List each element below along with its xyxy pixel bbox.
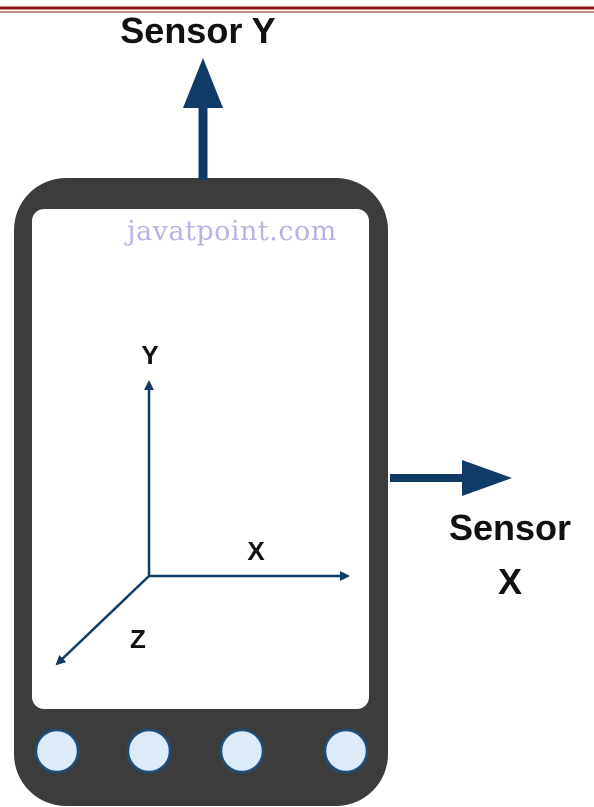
sensor-x-label-line2: X [498, 561, 522, 602]
axis-z-label: Z [130, 624, 146, 654]
phone-button-3 [221, 730, 263, 772]
sensor-x-label-line1: Sensor [449, 507, 571, 548]
sensor-x-arrowhead [462, 460, 512, 496]
phone-button-4 [325, 730, 367, 772]
sensor-y-arrowhead [183, 58, 223, 108]
watermark-text: javatpoint.com [124, 216, 337, 247]
axis-y-label: Y [141, 340, 158, 370]
phone-button-1 [36, 730, 78, 772]
sensor-y-label: Sensor Y [120, 10, 275, 51]
phone-button-2 [128, 730, 170, 772]
axis-x-label: X [247, 536, 265, 566]
phone-screen [32, 209, 369, 709]
